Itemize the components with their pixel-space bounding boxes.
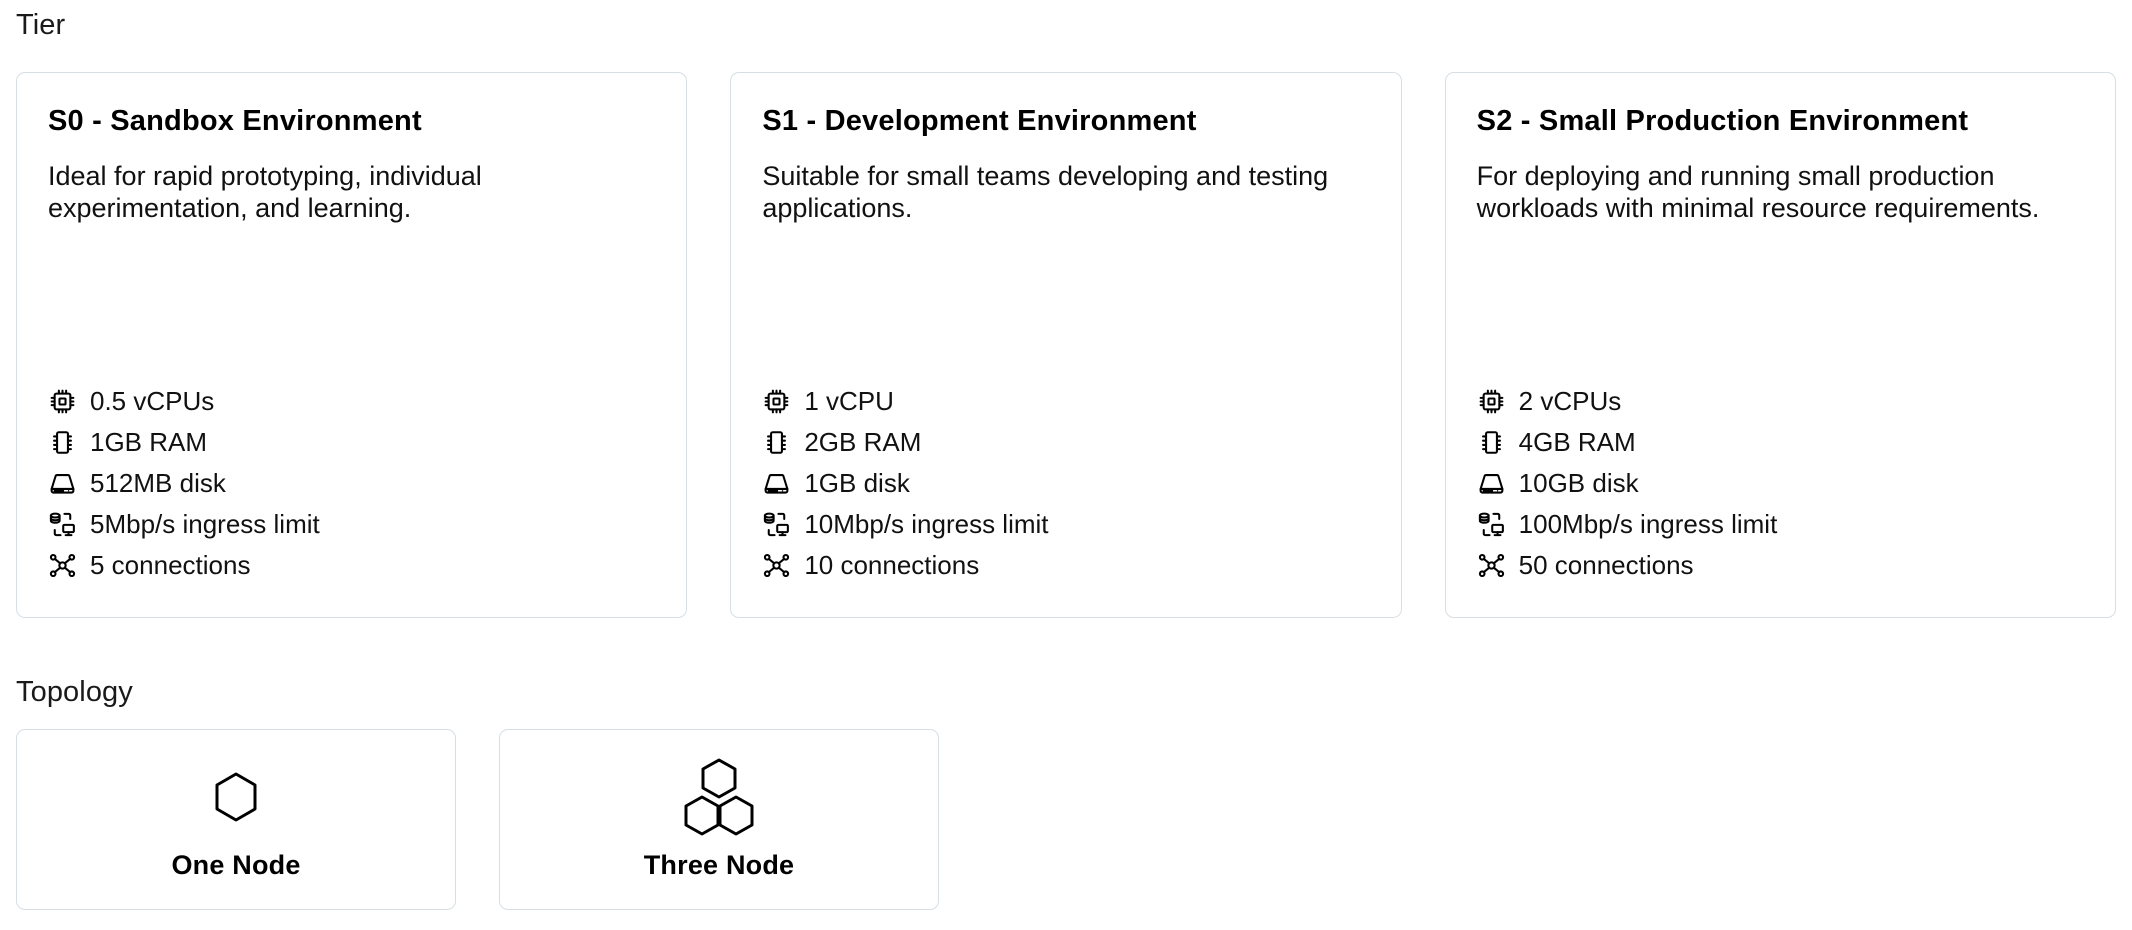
spec-text: 5Mbp/s ingress limit [90,509,320,539]
tier-spec-list: 2 vCPUs 4GB RAM [1477,373,2084,593]
spec-text: 0.5 vCPUs [90,386,215,416]
tier-card-list: S0 - Sandbox Environment Ideal for rapid… [16,72,2116,618]
triple-hexagon-icon [680,757,758,837]
spec-row: 4GB RAM [1477,428,2084,456]
network-ingress-icon [48,510,77,539]
memory-icon [1477,428,1506,457]
spec-row: 5 connections [48,551,655,579]
memory-icon [48,428,77,457]
spec-text: 10 connections [804,550,980,580]
network-ingress-icon [762,510,791,539]
connections-icon [762,551,791,580]
topology-section-label: Topology [16,676,133,708]
tier-card-description: For deploying and running small producti… [1476,161,2040,224]
spec-row: 10 connections [762,551,1369,579]
tier-card-s2[interactable]: S2 - Small Production Environment For de… [1444,72,2116,618]
tier-spec-list: 0.5 vCPUs 1GB RAM [48,373,655,593]
connections-icon [1477,551,1506,580]
topology-card-label: One Node [171,850,301,880]
single-hexagon-icon [213,771,259,823]
spec-text: 2 vCPUs [1518,386,1622,416]
spec-text: 2GB RAM [804,427,922,457]
tier-card-description: Ideal for rapid prototyping, individual … [48,161,482,224]
spec-row: 5Mbp/s ingress limit [48,510,655,538]
tier-card-title: S1 - Development Environment [762,105,1197,137]
tier-card-s1[interactable]: S1 - Development Environment Suitable fo… [730,72,1402,618]
tier-section-label: Tier [16,9,66,41]
memory-icon [762,428,791,457]
tier-card-description: Suitable for small teams developing and … [762,161,1329,224]
spec-row: 2 vCPUs [1477,387,2084,415]
spec-row: 10GB disk [1477,469,2084,497]
topology-icon-wrap [213,758,259,836]
cpu-icon [762,387,791,416]
spec-row: 1GB disk [762,469,1369,497]
spec-text: 1GB disk [804,468,910,498]
connections-icon [48,551,77,580]
spec-row: 50 connections [1477,551,2084,579]
spec-text: 1 vCPU [804,386,894,416]
topology-icon-wrap [680,758,758,836]
tier-card-title: S2 - Small Production Environment [1476,105,1969,137]
topology-card-label: Three Node [643,850,795,880]
spec-row: 0.5 vCPUs [48,387,655,415]
tier-spec-list: 1 vCPU 2GB RAM [762,373,1369,593]
tier-card-title: S0 - Sandbox Environment [48,105,422,137]
disk-icon [1477,469,1506,498]
network-ingress-icon [1477,510,1506,539]
spec-text: 50 connections [1518,550,1694,580]
cpu-icon [1477,387,1506,416]
spec-row: 1 vCPU [762,387,1369,415]
spec-row: 512MB disk [48,469,655,497]
disk-icon [762,469,791,498]
spec-text: 100Mbp/s ingress limit [1518,509,1778,539]
topology-card-three-node[interactable]: Three Node [499,729,939,910]
spec-text: 4GB RAM [1518,427,1636,457]
cpu-icon [48,387,77,416]
disk-icon [48,469,77,498]
spec-row: 2GB RAM [762,428,1369,456]
spec-text: 10GB disk [1518,468,1639,498]
spec-text: 5 connections [90,550,251,580]
spec-row: 10Mbp/s ingress limit [762,510,1369,538]
topology-card-one-node[interactable]: One Node [16,729,456,910]
spec-text: 512MB disk [90,468,226,498]
topology-card-list: One Node Three Node [16,729,939,910]
spec-text: 10Mbp/s ingress limit [804,509,1049,539]
spec-text: 1GB RAM [90,427,208,457]
spec-row: 100Mbp/s ingress limit [1477,510,2084,538]
spec-row: 1GB RAM [48,428,655,456]
tier-card-s0[interactable]: S0 - Sandbox Environment Ideal for rapid… [16,72,688,618]
